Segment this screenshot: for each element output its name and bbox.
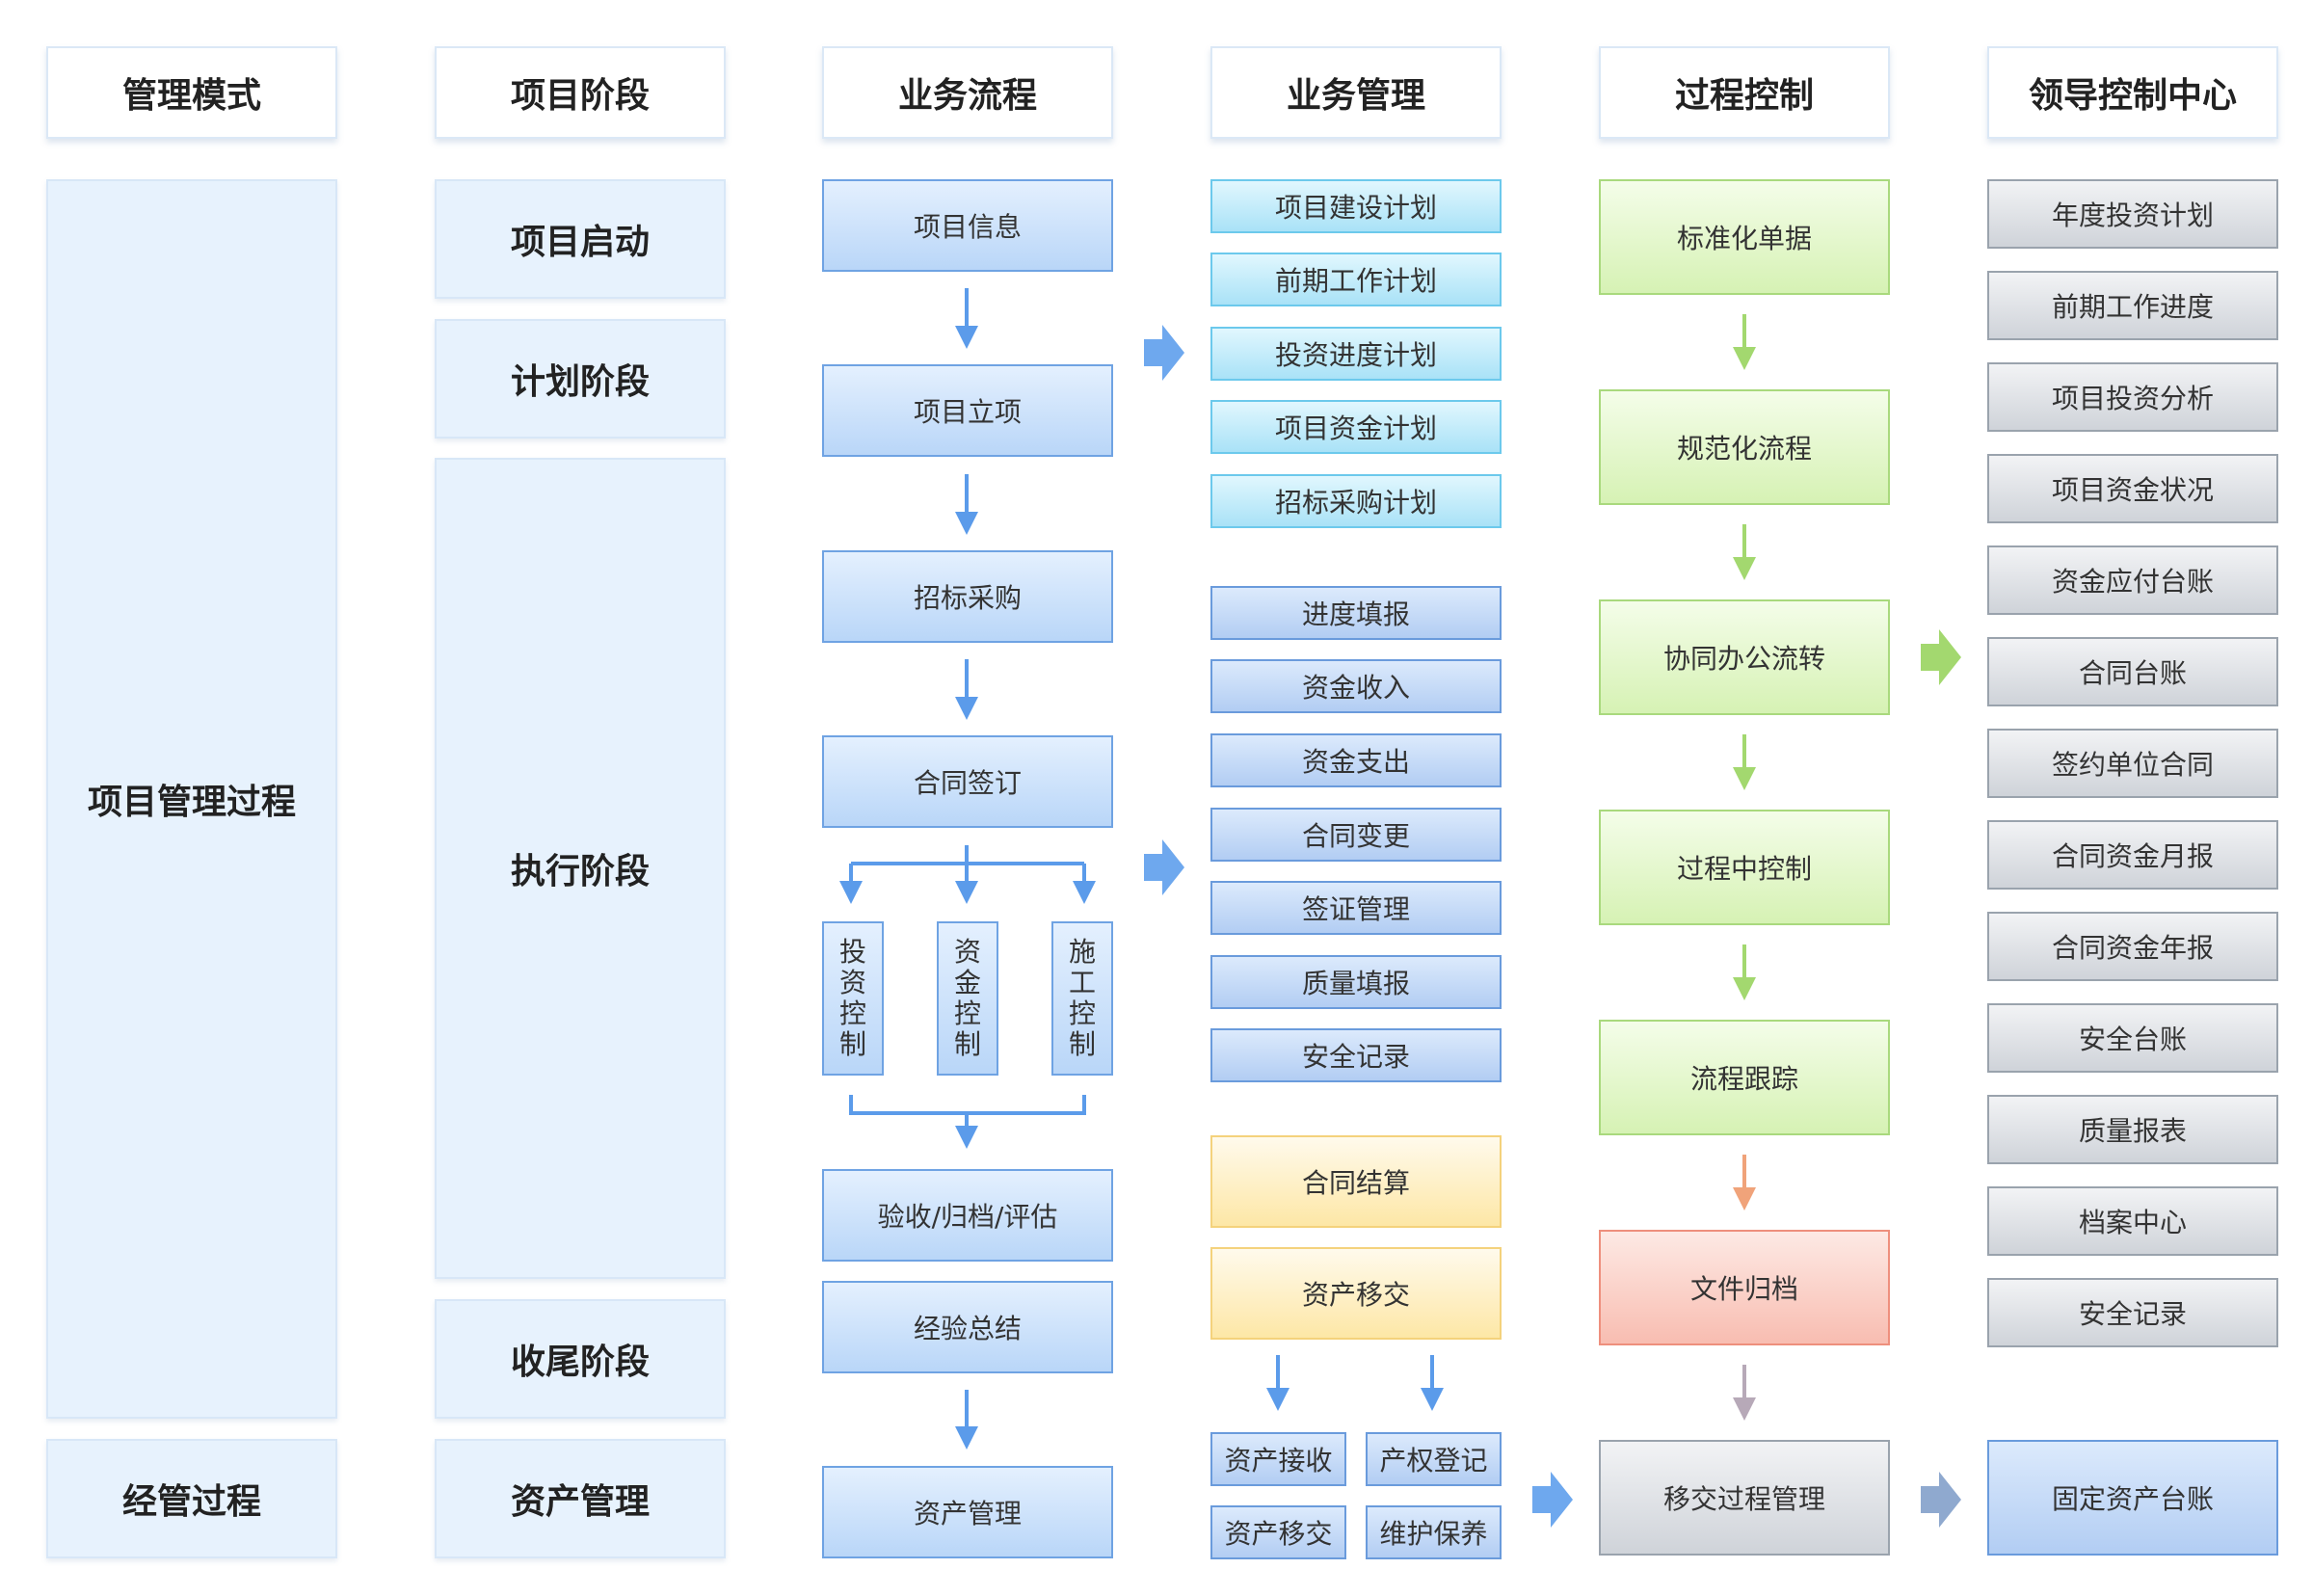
header-process-control: 过程控制 [1599,46,1890,139]
merge-connector [849,1095,1086,1115]
business-exec-item: 资金支出 [1210,733,1502,787]
mode-operation-process: 经管过程 [46,1439,337,1558]
leader-item: 年度投资计划 [1987,179,2278,249]
business-property-register: 产权登记 [1366,1432,1502,1486]
leader-item: 签约单位合同 [1987,729,2278,798]
business-asset-handover: 资产移交 [1210,1247,1502,1340]
business-maintenance: 维护保养 [1366,1505,1502,1559]
process-file-archive: 文件归档 [1599,1230,1890,1345]
stage-start: 项目启动 [435,179,726,299]
business-plan-item: 项目建设计划 [1210,179,1502,233]
business-contract-settlement: 合同结算 [1210,1135,1502,1228]
block-arrow-middle [1144,839,1184,895]
stage-plan: 计划阶段 [435,319,726,439]
stage-close: 收尾阶段 [435,1299,726,1419]
flow-contract-signing: 合同签订 [822,735,1113,828]
business-plan-item: 招标采购计划 [1210,474,1502,528]
leader-item: 合同资金月报 [1987,820,2278,890]
leader-item: 安全记录 [1987,1278,2278,1347]
header-management-mode: 管理模式 [46,46,337,139]
leader-item: 安全台账 [1987,1003,2278,1073]
business-exec-item: 资金收入 [1210,659,1502,713]
process-standard-flow: 规范化流程 [1599,389,1890,505]
process-tracking: 流程跟踪 [1599,1020,1890,1135]
process-in-process-control: 过程中控制 [1599,810,1890,925]
flow-build-control: 施工控制 [1051,921,1113,1076]
flow-arrows [839,288,1096,1450]
leader-item: 合同资金年报 [1987,912,2278,981]
process-transfer-management: 移交过程管理 [1599,1440,1890,1556]
header-business-management: 业务管理 [1210,46,1502,139]
business-exec-item: 签证管理 [1210,881,1502,935]
business-plan-item: 项目资金计划 [1210,400,1502,454]
flow-bidding: 招标采购 [822,550,1113,643]
mode-project-process: 项目管理过程 [46,179,337,1419]
flow-acceptance: 验收/归档/评估 [822,1169,1113,1262]
leader-item: 项目资金状况 [1987,454,2278,523]
leader-item: 档案中心 [1987,1186,2278,1256]
process-standard-doc: 标准化单据 [1599,179,1890,295]
flow-experience-summary: 经验总结 [822,1281,1113,1373]
block-arrow-transfer-to-fixed [1921,1472,1961,1528]
business-exec-item: 质量填报 [1210,955,1502,1009]
leader-fixed-assets: 固定资产台账 [1987,1440,2278,1556]
business-exec-item: 进度填报 [1210,586,1502,640]
flow-project-info: 项目信息 [822,179,1113,272]
stage-asset: 资产管理 [435,1439,726,1558]
header-project-stage: 项目阶段 [435,46,726,139]
flow-project-approval: 项目立项 [822,364,1113,457]
stage-execute: 执行阶段 [435,458,726,1279]
leader-item: 质量报表 [1987,1095,2278,1164]
leader-item: 项目投资分析 [1987,362,2278,432]
process-office-flow: 协同办公流转 [1599,599,1890,715]
flow-fund-control: 资金控制 [937,921,998,1076]
header-business-flow: 业务流程 [822,46,1113,139]
leader-item: 合同台账 [1987,637,2278,706]
business-exec-item: 合同变更 [1210,808,1502,862]
block-arrow-asset-to-transfer [1532,1472,1573,1528]
flow-invest-control: 投资控制 [822,921,884,1076]
leader-item: 前期工作进度 [1987,271,2278,340]
block-arrow-process-to-leader [1921,629,1961,685]
leader-item: 资金应付台账 [1987,545,2278,615]
header-leader-control-center: 领导控制中心 [1987,46,2278,139]
flow-asset-management: 资产管理 [822,1466,1113,1558]
business-plan-item: 投资进度计划 [1210,327,1502,381]
business-exec-item: 安全记录 [1210,1028,1502,1082]
business-asset-receive: 资产接收 [1210,1432,1346,1486]
block-arrow-top [1144,325,1184,381]
business-plan-item: 前期工作计划 [1210,253,1502,306]
split-connector [849,845,1086,889]
business-asset-transfer: 资产移交 [1210,1505,1346,1559]
